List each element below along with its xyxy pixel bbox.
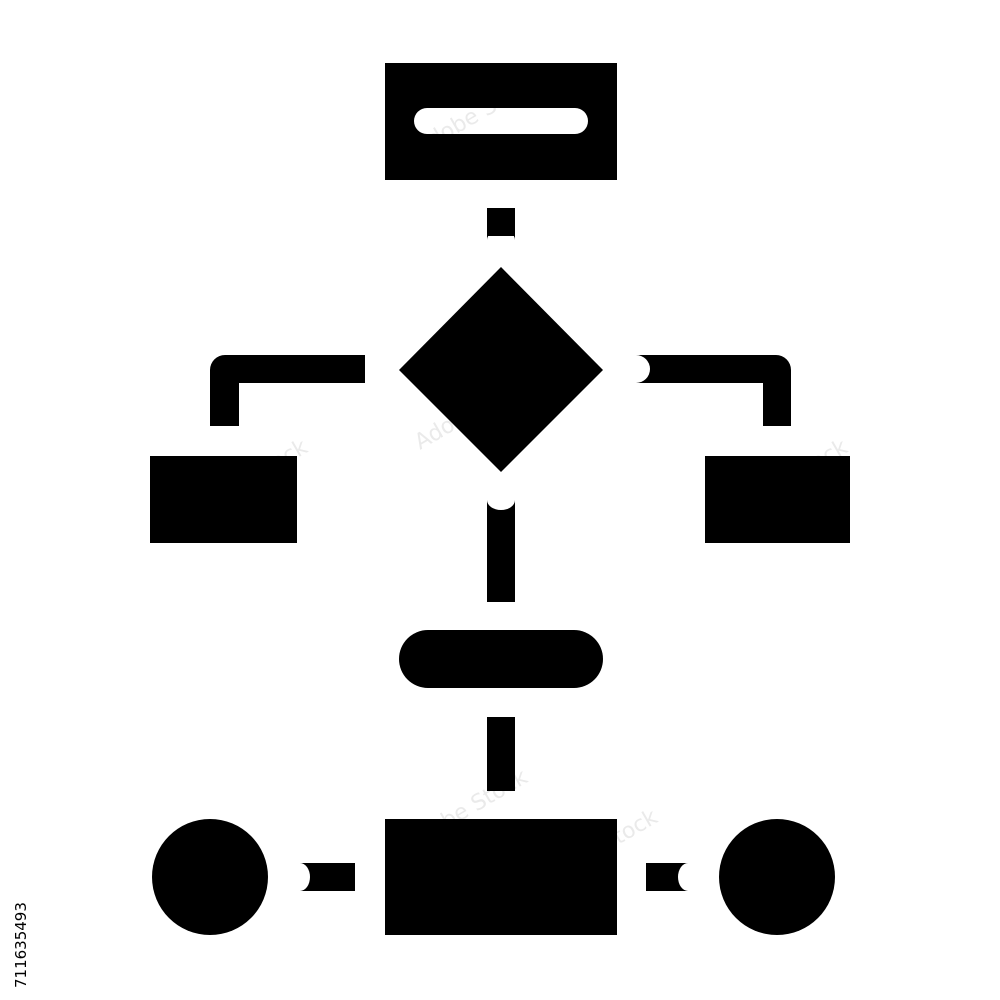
connector-line <box>487 717 515 791</box>
left-branch-cap <box>351 355 365 383</box>
left-branch-connector <box>210 355 365 426</box>
right-circle-node-icon <box>719 819 835 935</box>
connector-line <box>487 500 515 602</box>
decision-diamond-icon <box>399 267 603 472</box>
left-circle-node-icon <box>152 819 268 935</box>
stock-id-text: 711635493 <box>12 902 30 988</box>
right-branch-connector <box>636 355 791 426</box>
terminal-pill-icon <box>399 630 603 688</box>
right-branch-cap <box>636 355 650 383</box>
start-box-icon <box>385 63 617 180</box>
bottom-process-box-icon <box>385 819 617 935</box>
connector-cap <box>487 230 515 240</box>
right-process-box-icon <box>705 456 850 543</box>
right-side-connector <box>646 863 688 891</box>
left-side-connector <box>300 863 355 891</box>
stock-id-label: 711635493 <box>12 902 30 988</box>
left-process-box-icon <box>150 456 297 543</box>
